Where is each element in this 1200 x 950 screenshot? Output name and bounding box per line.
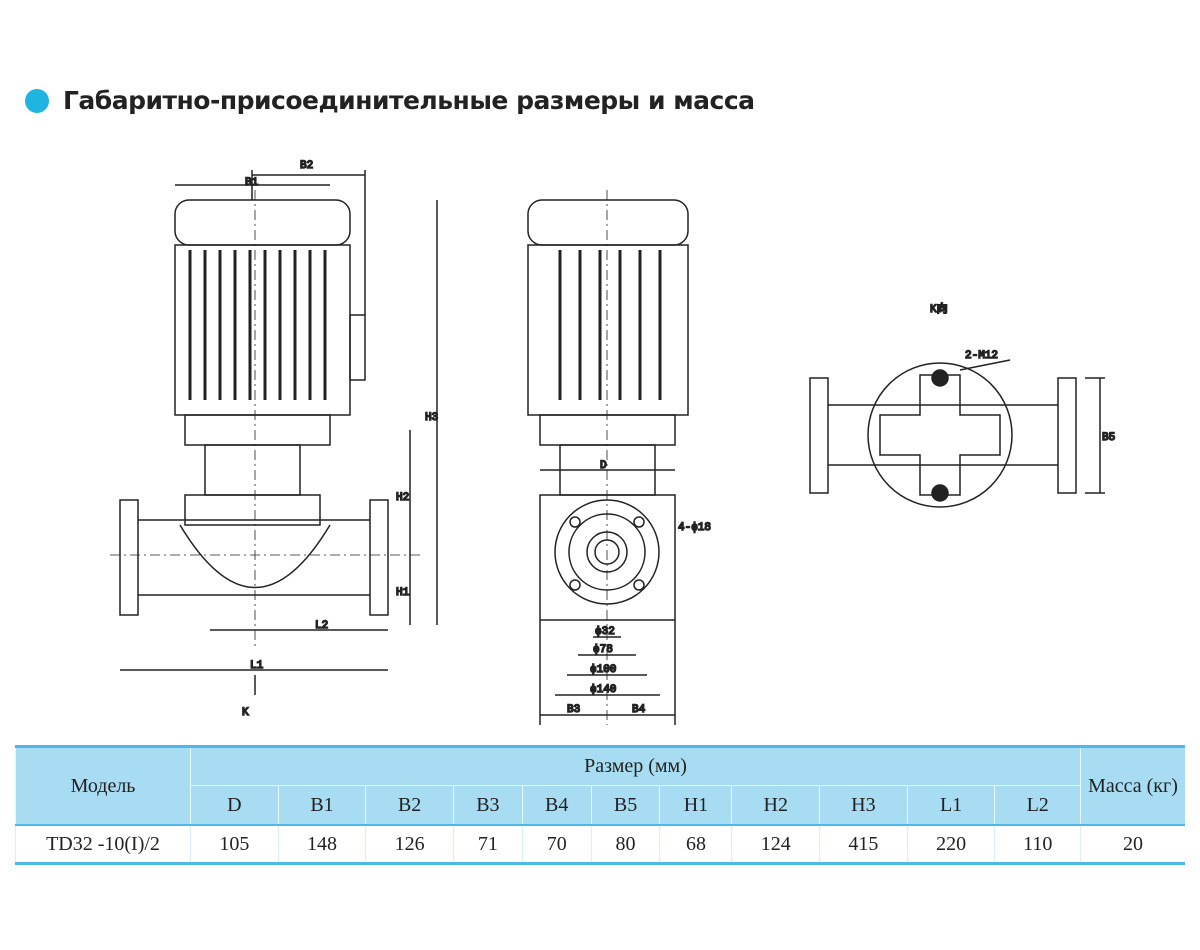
label-h3: H3 xyxy=(425,412,438,424)
value-cell: 126 xyxy=(365,824,454,865)
label-d78: ϕ78 xyxy=(593,644,613,656)
column-header: D xyxy=(190,785,279,825)
section-title: Габаритно-присоединительные размеры и ма… xyxy=(25,86,755,115)
value-cell: 220 xyxy=(906,824,995,865)
label-b1: B1 xyxy=(245,177,259,189)
value-cell: 71 xyxy=(452,824,523,865)
column-header: B2 xyxy=(365,785,454,825)
value-cell: 68 xyxy=(659,824,732,865)
value-cell: 148 xyxy=(277,824,366,865)
bullet-icon xyxy=(25,88,49,113)
mass-header: Масса (кг) xyxy=(1080,745,1185,825)
column-header: L1 xyxy=(906,785,995,825)
model-cell: TD32 -10(I)/2 xyxy=(15,824,191,865)
label-h1: H1 xyxy=(396,587,410,599)
size-header: Размер (мм) xyxy=(190,745,1081,786)
label-l1: L1 xyxy=(250,660,264,672)
label-h2: H2 xyxy=(396,492,409,504)
model-header: Модель xyxy=(15,745,191,825)
label-d100: ϕ100 xyxy=(590,664,616,676)
column-header: H1 xyxy=(659,785,732,825)
value-cell: 110 xyxy=(994,824,1081,865)
column-header: H3 xyxy=(819,785,908,825)
value-cell: 80 xyxy=(590,824,660,865)
column-header: B4 xyxy=(521,785,592,825)
label-b5: B5 xyxy=(1102,432,1115,444)
column-header: H2 xyxy=(731,785,820,825)
label-k-view: K向 xyxy=(930,301,948,316)
pump-drawing: B2 B1 H3 H2 H1 L1 L2 K D 4-ϕ18 ϕ32 ϕ78 ϕ… xyxy=(110,159,1116,725)
title-text: Габаритно-присоединительные размеры и ма… xyxy=(63,86,755,115)
column-header: L2 xyxy=(994,785,1081,825)
column-header: B3 xyxy=(452,785,523,825)
side-view xyxy=(527,190,689,725)
label-d32: ϕ32 xyxy=(595,626,615,638)
label-d: D xyxy=(600,460,607,472)
label-b2: B2 xyxy=(300,160,313,172)
value-cell: 105 xyxy=(190,824,279,865)
label-d140: ϕ140 xyxy=(590,684,616,696)
label-b3: B3 xyxy=(567,704,580,716)
value-cell: 415 xyxy=(819,824,908,865)
k-view xyxy=(809,359,1105,508)
mass-cell: 20 xyxy=(1080,824,1185,865)
label-l2: L2 xyxy=(315,620,328,632)
dimensions-table: Модель Размер (мм) Масса (кг) D B1 B2 B3… xyxy=(15,745,1185,865)
front-view xyxy=(110,170,438,695)
label-holes: 4-ϕ18 xyxy=(678,522,711,534)
column-header: B1 xyxy=(277,785,366,825)
table-row: TD32 -10(I)/2 105 148 126 71 70 80 68 12… xyxy=(15,824,1185,865)
label-m12: 2-M12 xyxy=(965,350,998,362)
value-cell: 70 xyxy=(521,824,592,865)
label-b4: B4 xyxy=(632,704,646,716)
column-header: B5 xyxy=(590,785,660,825)
label-k: K xyxy=(242,707,249,719)
value-cell: 124 xyxy=(731,824,820,865)
